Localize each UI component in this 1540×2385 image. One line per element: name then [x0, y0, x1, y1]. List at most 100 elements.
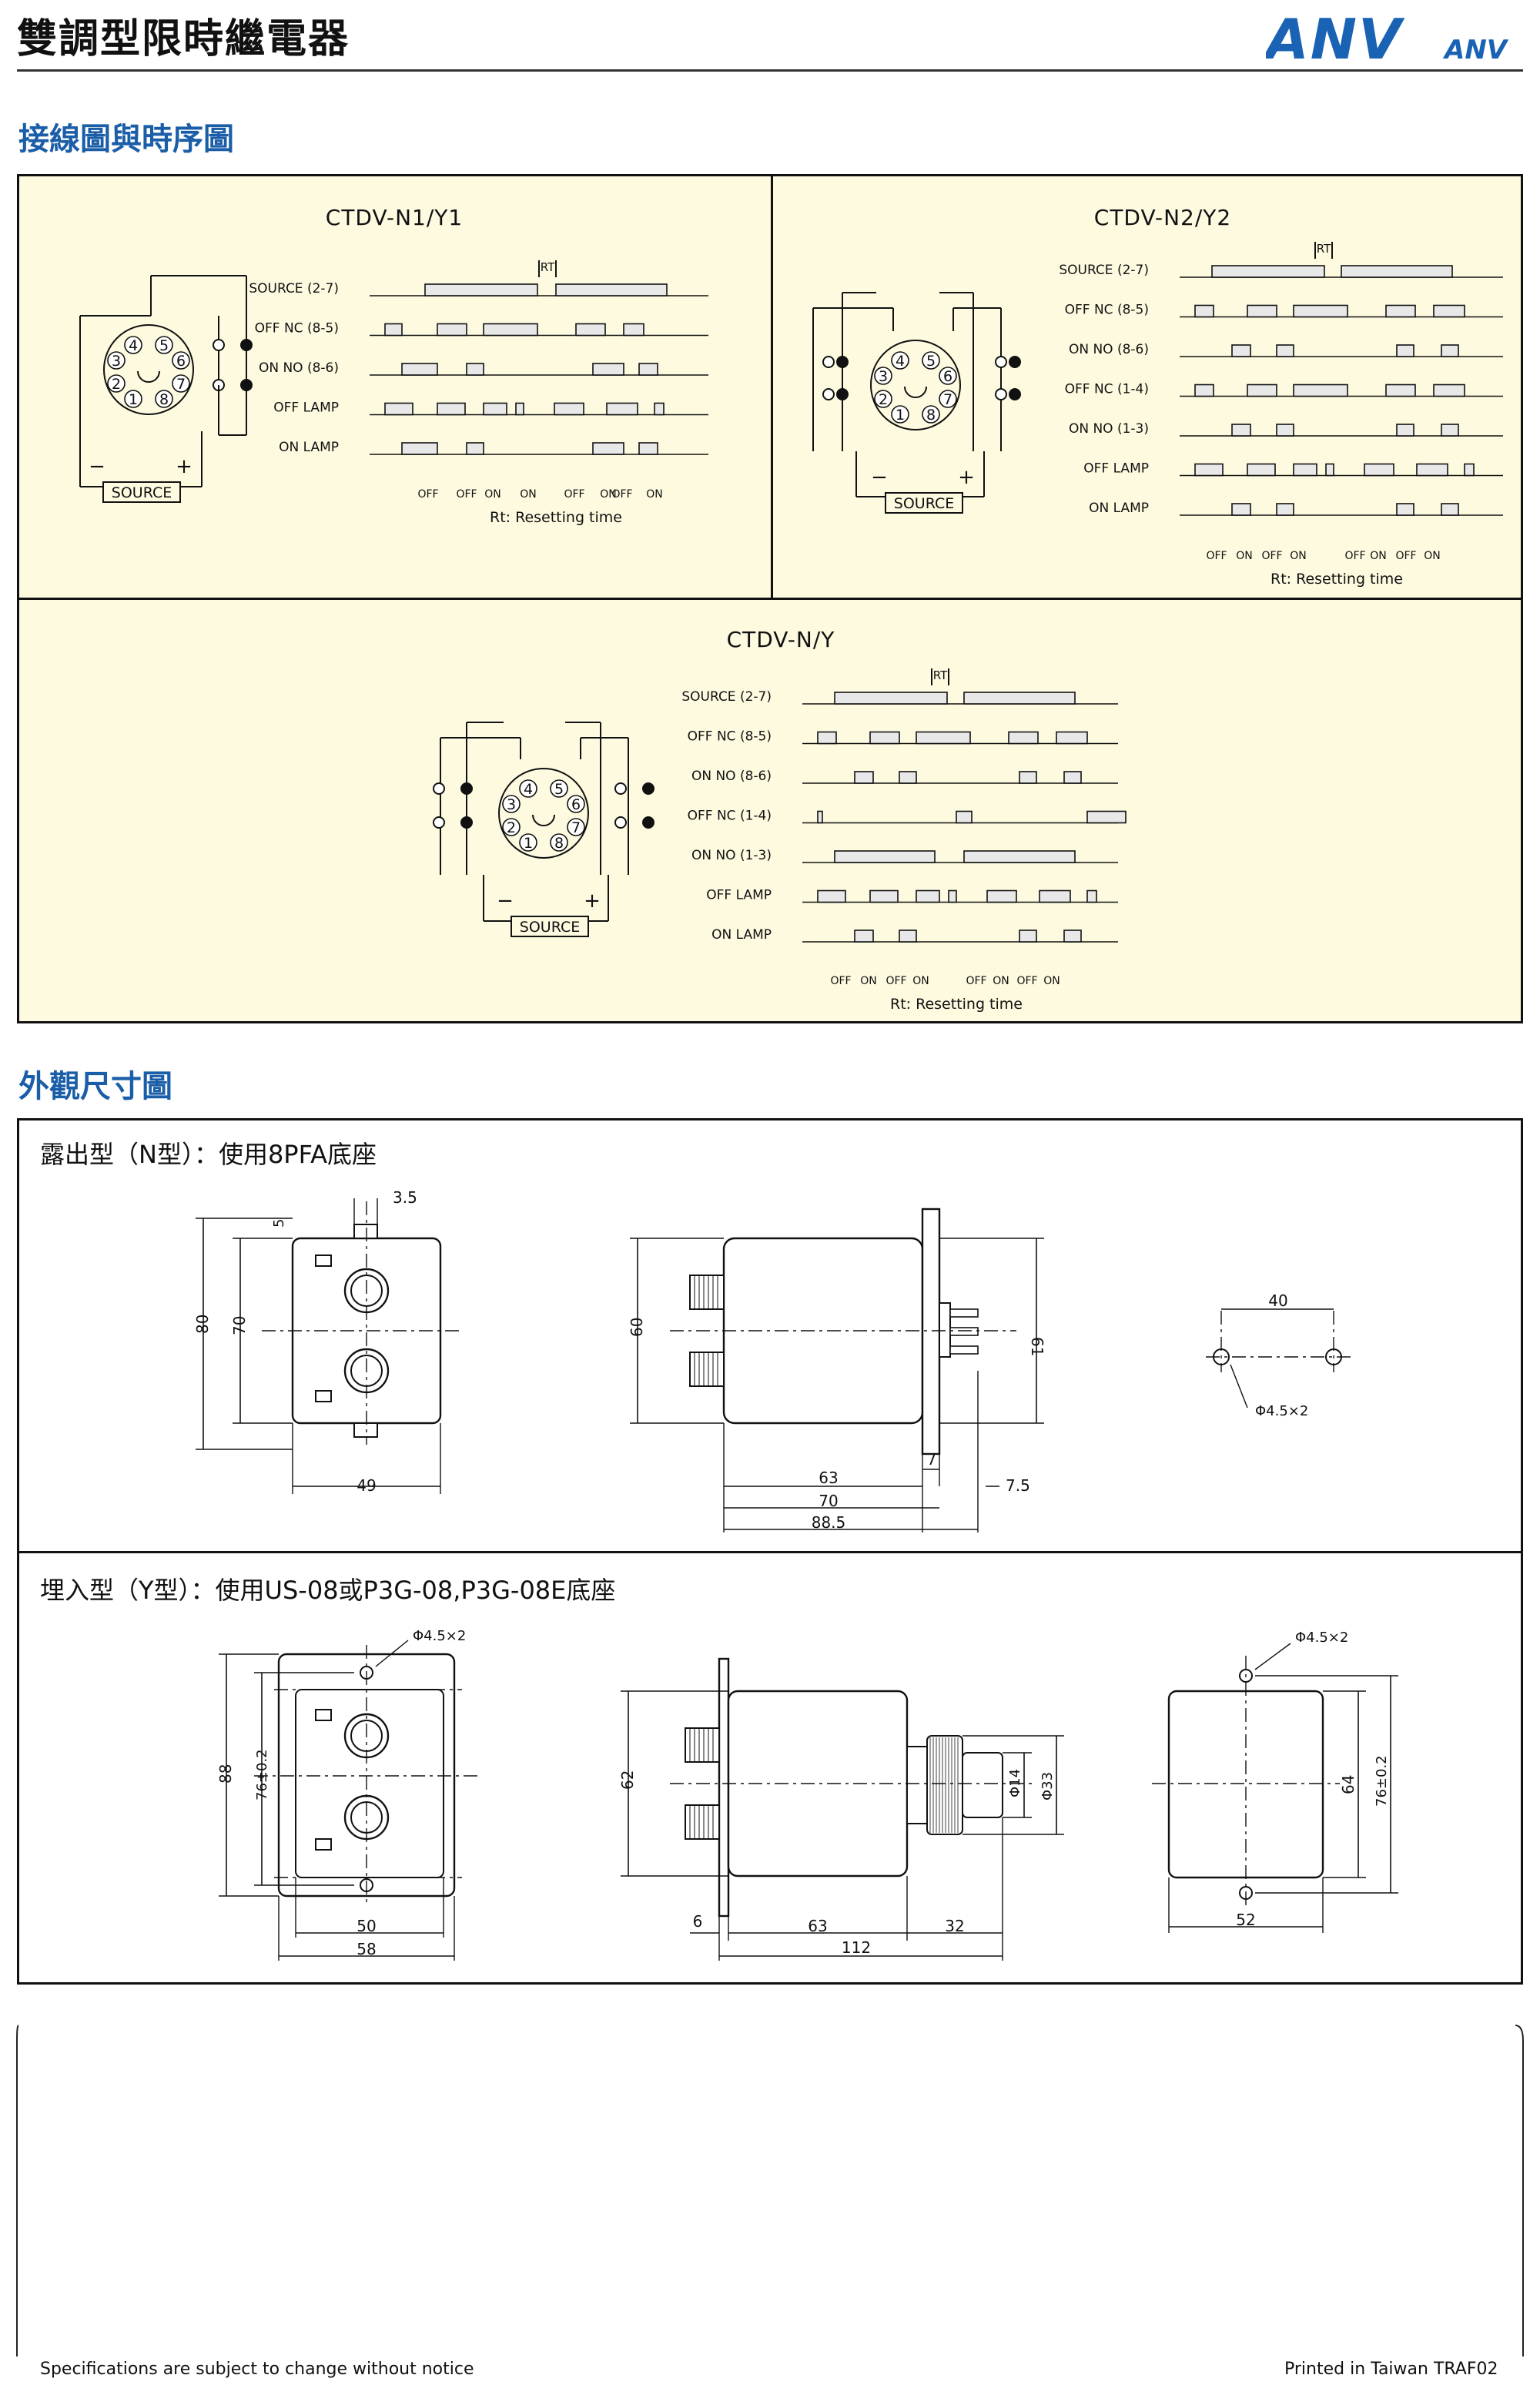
dim-58: 58	[357, 1940, 376, 1958]
timing-pulse	[1293, 384, 1348, 397]
footer-note: Specifications are subject to change wit…	[40, 2360, 474, 2379]
dim-40: 40	[1268, 1291, 1287, 1310]
dim-5: 5	[271, 1219, 287, 1228]
rt-note-ny: Rt: Resetting time	[890, 996, 1023, 1013]
leader-line	[1254, 1643, 1291, 1670]
section-title-wiring: 接線圖與時序圖	[18, 122, 234, 157]
timing-pulse	[1325, 463, 1334, 477]
interval-label: OFF	[966, 975, 986, 987]
timing-pulse	[1194, 304, 1214, 318]
rt-marker: RT	[1317, 242, 1331, 256]
timing-pulse	[1231, 503, 1251, 516]
dim-112: 112	[842, 1938, 871, 1957]
interval-label: OFF	[564, 488, 584, 501]
timing-label-n2-2: ON NO (8-6)	[1069, 342, 1149, 357]
interval-label: OFF	[886, 975, 906, 987]
timing-pulse	[869, 889, 899, 903]
dim-70-side: 70	[819, 1492, 838, 1510]
contact-point	[240, 379, 253, 391]
socket-pin	[891, 405, 909, 424]
timing-label-n1-2: ON NO (8-6)	[259, 360, 339, 376]
socket-pin-number: 6	[571, 796, 581, 813]
socket-pin-number: 3	[507, 796, 516, 813]
timing-pulse	[1364, 463, 1394, 477]
diagram-title-ctdv-n-y: CTDV-N/Y	[727, 627, 835, 652]
y-side-base-collar	[906, 1746, 928, 1824]
timing-pulse	[483, 402, 507, 416]
timing-pulse	[1019, 771, 1037, 784]
y-side-flange	[718, 1657, 730, 1918]
timing-pulse	[854, 771, 874, 784]
timing-pulse	[1211, 265, 1325, 278]
contact-point	[995, 356, 1007, 368]
socket-outline	[103, 324, 194, 415]
socket-pin	[922, 351, 940, 370]
interval-label: ON	[520, 488, 537, 501]
socket-pin-number: 5	[159, 337, 169, 354]
interval-label: OFF	[1395, 550, 1416, 562]
timing-pulse	[466, 363, 484, 376]
timing-label-ny-5: OFF LAMP	[706, 888, 772, 903]
contact-point	[836, 356, 849, 368]
timing-pulse	[437, 402, 466, 416]
socket-pin-number: 3	[879, 368, 888, 385]
dim-phi-4-5: Φ4.5×2	[1255, 1403, 1308, 1419]
timing-pulse	[554, 402, 584, 416]
timing-pulse	[1063, 930, 1082, 943]
timing-pulse	[483, 323, 538, 337]
timing-pulse	[899, 930, 917, 943]
socket-pin	[502, 818, 521, 836]
timing-pulse	[1194, 384, 1214, 397]
dim-49: 49	[357, 1476, 376, 1495]
y-side-knob-top	[685, 1727, 720, 1763]
plus-sign: +	[584, 889, 601, 913]
dim-52: 52	[1236, 1911, 1255, 1929]
timing-pulse	[384, 402, 413, 416]
timing-pulse	[1385, 304, 1416, 318]
timing-pulse	[1396, 424, 1414, 437]
timing-pulse	[401, 442, 438, 455]
interval-label: ON	[1236, 550, 1253, 562]
y-front-body	[295, 1689, 444, 1878]
socket-pin-number: 8	[554, 835, 564, 852]
socket-pin	[939, 390, 957, 408]
timing-pulse	[1276, 503, 1294, 516]
socket-pin-number: 8	[926, 407, 936, 424]
timing-label-ny-0: SOURCE (2-7)	[681, 689, 772, 705]
interval-label: OFF	[456, 488, 477, 501]
socket-pin-number: 1	[129, 391, 138, 408]
contact-point	[995, 388, 1007, 400]
contact-point	[460, 816, 473, 829]
timing-pulse	[1039, 889, 1071, 903]
timing-label-ny-1: OFF NC (8-5)	[688, 729, 772, 745]
section-title-dimensions: 外觀尺寸圖	[18, 1069, 172, 1104]
panel-divider-vertical	[771, 176, 773, 598]
socket-pin-number: 2	[879, 391, 888, 408]
dim-88-5: 88.5	[812, 1513, 846, 1532]
socket-pin	[502, 795, 521, 813]
timing-pulse	[1396, 344, 1414, 357]
timing-pulse	[1056, 731, 1088, 745]
indicator-window	[315, 1254, 332, 1267]
dim-7-5: 7.5	[1006, 1476, 1030, 1495]
socket-pin	[107, 351, 126, 370]
timing-pulse	[899, 771, 917, 784]
timing-pulse	[1276, 344, 1294, 357]
timing-pulse	[1247, 384, 1277, 397]
contact-point	[1009, 388, 1021, 400]
timing-pulse	[654, 402, 665, 416]
timing-pulse	[834, 850, 936, 863]
timing-pulse	[916, 731, 971, 745]
dim-63-y: 63	[808, 1917, 827, 1935]
timing-pulse	[638, 442, 658, 455]
timing-pulse	[817, 810, 823, 824]
dim-63: 63	[819, 1469, 838, 1487]
dim-64: 64	[1339, 1775, 1358, 1794]
timing-pulse	[1086, 889, 1097, 903]
socket-pin	[155, 336, 173, 354]
